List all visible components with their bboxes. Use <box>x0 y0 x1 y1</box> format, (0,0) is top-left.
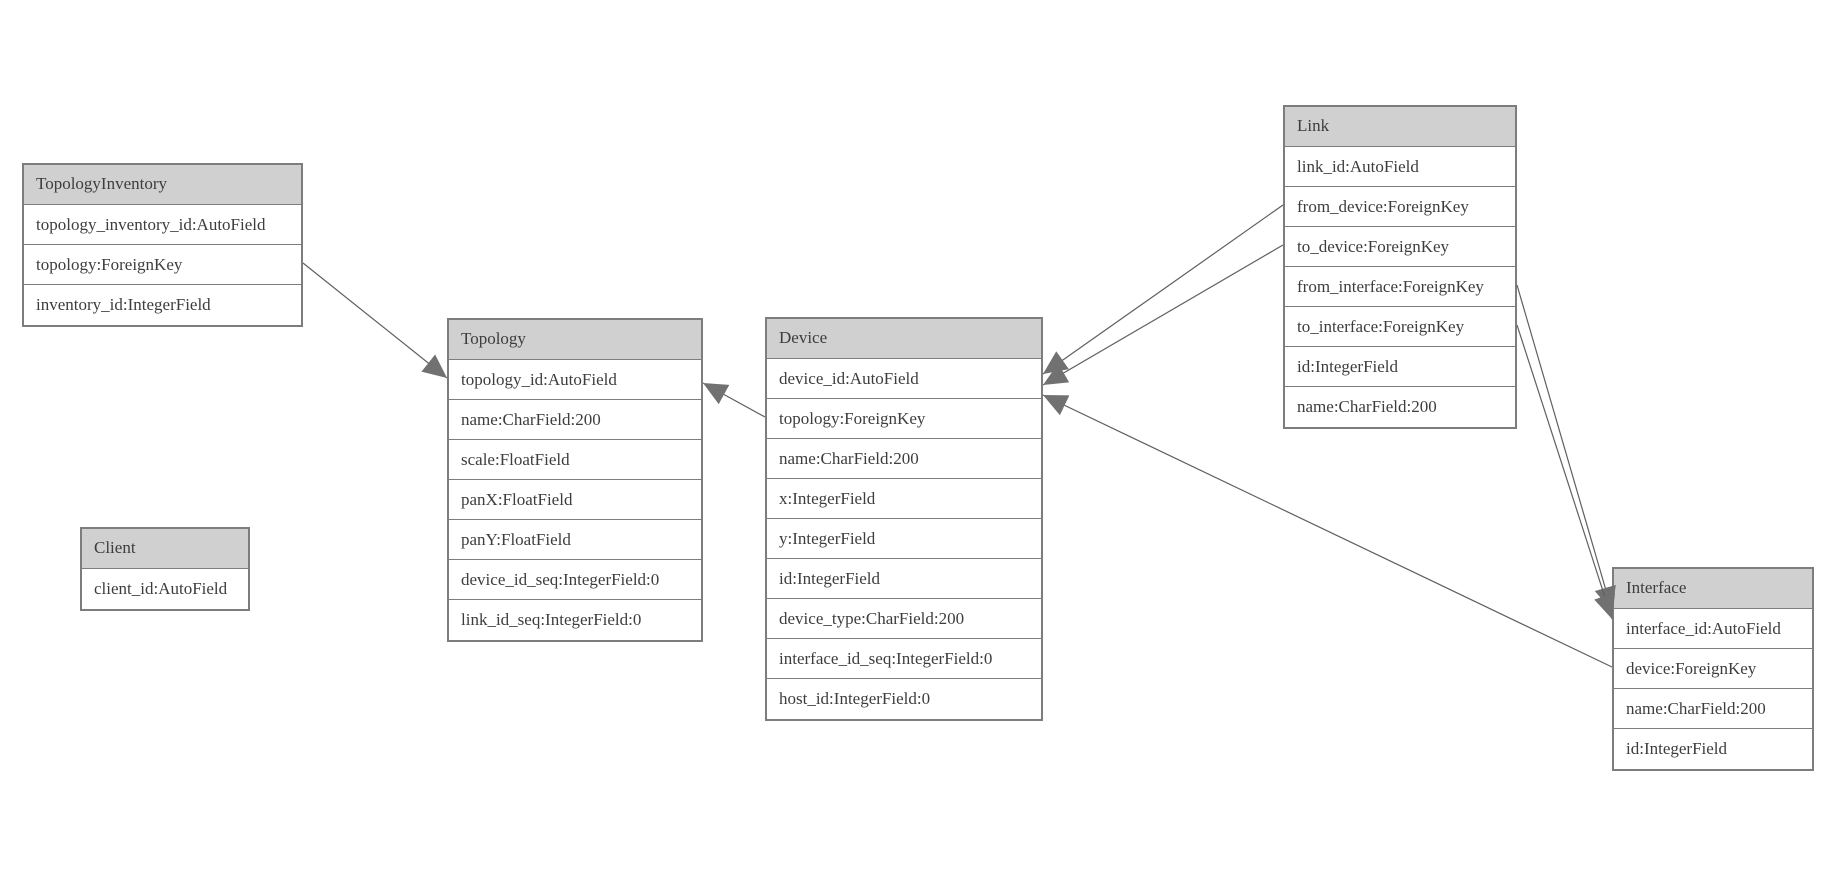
entity-field-row: client_id:AutoField <box>82 569 248 609</box>
entity-field-row: link_id:AutoField <box>1285 147 1515 187</box>
entity-title: Interface <box>1614 569 1812 609</box>
entity-field-row: topology_id:AutoField <box>449 360 701 400</box>
entity-field-row: id:IntegerField <box>1614 729 1812 769</box>
relationship-line: TopologyInventory.topology -> Topology.t… <box>302 262 448 379</box>
entity-field-row: name:CharField:200 <box>449 400 701 440</box>
entity-field-row: topology:ForeignKey <box>767 399 1041 439</box>
entity-field-row: x:IntegerField <box>767 479 1041 519</box>
entity-field-row: from_device:ForeignKey <box>1285 187 1515 227</box>
entity-field-row: scale:FloatField <box>449 440 701 480</box>
relationship-line: Link.to_interface -> Interface.interface… <box>1516 324 1616 620</box>
entity-field-row: id:IntegerField <box>767 559 1041 599</box>
entity-field-row: link_id_seq:IntegerField:0 <box>449 600 701 640</box>
entity-field-row: panY:FloatField <box>449 520 701 560</box>
relationship-line: Link.from_device -> Device.device_id <box>1042 204 1284 375</box>
entity-field-row: device_type:CharField:200 <box>767 599 1041 639</box>
entity-field-row: y:IntegerField <box>767 519 1041 559</box>
entity-field-row: name:CharField:200 <box>1285 387 1515 427</box>
entity-field-row: topology_inventory_id:AutoField <box>24 205 301 245</box>
relationship-line: Link.to_device -> Device.device_id <box>1042 244 1284 386</box>
entity-title: Device <box>767 319 1041 359</box>
entity-field-row: panX:FloatField <box>449 480 701 520</box>
entity-field-row: from_interface:ForeignKey <box>1285 267 1515 307</box>
relationship-line: Interface.device -> Device.device_id <box>1042 394 1613 668</box>
entity-title: TopologyInventory <box>24 165 301 205</box>
relationship-line: Link.from_interface -> Interface.interfa… <box>1516 284 1616 612</box>
entity-field-row: inventory_id:IntegerField <box>24 285 301 325</box>
relationship-line: Device.topology -> Topology.topology_id <box>702 382 766 418</box>
entity-field-row: to_device:ForeignKey <box>1285 227 1515 267</box>
entity-field-row: device:ForeignKey <box>1614 649 1812 689</box>
entity-field-row: device_id_seq:IntegerField:0 <box>449 560 701 600</box>
entity-field-row: interface_id_seq:IntegerField:0 <box>767 639 1041 679</box>
entity-field-row: interface_id:AutoField <box>1614 609 1812 649</box>
entity-title: Client <box>82 529 248 569</box>
entity-field-row: name:CharField:200 <box>767 439 1041 479</box>
entity-title: Link <box>1285 107 1515 147</box>
entity-field-row: id:IntegerField <box>1285 347 1515 387</box>
entity-field-row: topology:ForeignKey <box>24 245 301 285</box>
entity-field-row: host_id:IntegerField:0 <box>767 679 1041 719</box>
entity-field-row: device_id:AutoField <box>767 359 1041 399</box>
entity-field-row: to_interface:ForeignKey <box>1285 307 1515 347</box>
entity-field-row: name:CharField:200 <box>1614 689 1812 729</box>
entity-title: Topology <box>449 320 701 360</box>
